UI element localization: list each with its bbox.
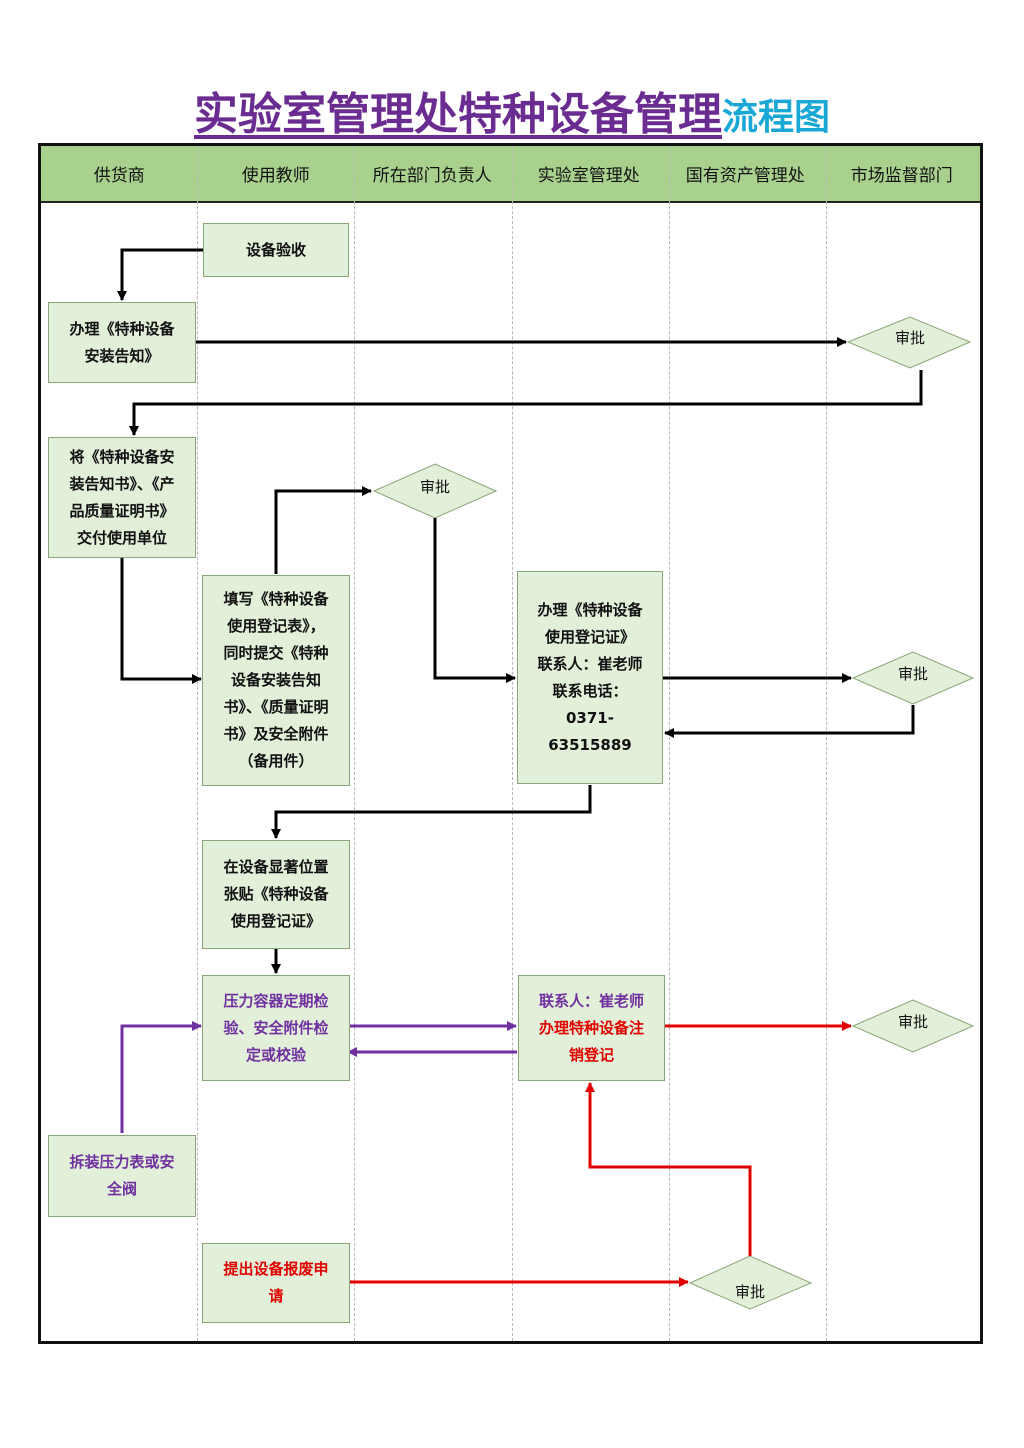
- lane-divider: [669, 146, 670, 1341]
- lane-dept-head: 所在部门负责人: [372, 166, 492, 186]
- node-deliver-docs: 将《特种设备安 装告知书》、《产 品质量证明书》 交付使用单位: [48, 437, 196, 558]
- node-register-cert: 办理《特种设备 使用登记证》 联系人：崔老师 联系电话： 0371- 63515…: [517, 571, 663, 784]
- node-cancel-registration: 联系人：崔老师 办理特种设备注 销登记: [518, 975, 665, 1081]
- node-fill-form: 填写《特种设备 使用登记表》， 同时提交《特种 设备安装告知 书》、《质量证明 …: [202, 575, 350, 786]
- lane-supplier: 供货商: [93, 166, 145, 186]
- decision-label: 审批: [897, 1013, 928, 1031]
- title-accent: 流程图: [721, 97, 830, 138]
- node-install-notice: 办理《特种设备 安装告知》: [48, 302, 196, 383]
- node-inspection: 压力容器定期检 验、安全附件检 定或校验: [202, 975, 350, 1081]
- decision-label: 审批: [897, 665, 928, 683]
- decision-label: 审批: [894, 329, 925, 347]
- decision-diamond: [372, 463, 498, 519]
- node-acceptance: 设备验收: [203, 223, 349, 277]
- flowchart-frame: [38, 143, 983, 1344]
- lane-lab-office: 实验室管理处: [537, 166, 640, 186]
- lane-divider: [826, 146, 827, 1341]
- lane-header: 供货商 使用教师 所在部门负责人 实验室管理处 国有资产管理处 市场监督部门: [41, 146, 980, 203]
- lane-market-supervision: 市场监督部门: [850, 166, 953, 186]
- decision-diamond: [851, 999, 975, 1053]
- decision-diamond: [688, 1255, 813, 1310]
- node-dismantle: 拆装压力表或安 全阀: [48, 1135, 196, 1217]
- decision-diamond: [851, 651, 975, 705]
- lane-divider: [512, 146, 513, 1341]
- lane-divider: [197, 146, 198, 1341]
- node-post-cert: 在设备显著位置 张贴《特种设备 使用登记证》: [202, 840, 350, 949]
- decision-label: 审批: [419, 478, 450, 496]
- title-main: 实验室管理处特种设备管理: [193, 89, 722, 140]
- decision-label: 审批: [734, 1283, 765, 1301]
- lane-divider: [354, 146, 355, 1341]
- cancel-registration-text: 办理特种设备注 销登记: [538, 1018, 644, 1064]
- cancel-contact: 联系人：崔老师: [538, 991, 644, 1010]
- lane-asset-office: 国有资产管理处: [685, 166, 805, 186]
- lane-teacher: 使用教师: [241, 166, 310, 186]
- diagram-title: 实验室管理处特种设备管理流程图: [0, 78, 1024, 142]
- node-scrap-request: 提出设备报废申 请: [202, 1243, 350, 1323]
- decision-diamond: [846, 316, 972, 369]
